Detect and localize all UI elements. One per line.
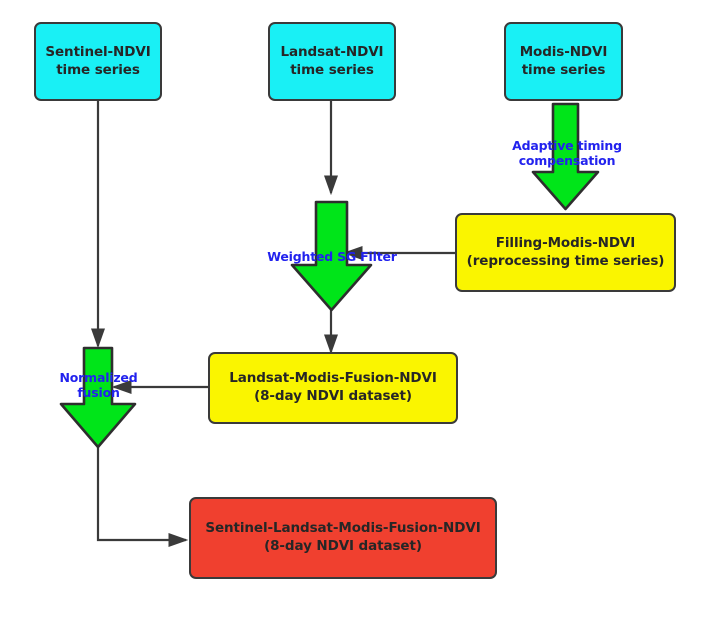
process-arrow-weighted-sg-filter [290,200,373,312]
node-sentinel-landsat-modis-fusion-ndvi[interactable]: Sentinel-Landsat-Modis-Fusion-NDVI (8-da… [189,497,497,579]
node-sentinel-ndvi[interactable]: Sentinel-NDVI time series [34,22,162,101]
node-sentinel-landsat-modis-fusion-ndvi-label: Sentinel-Landsat-Modis-Fusion-NDVI (8-da… [205,520,481,554]
node-filling-modis-ndvi-label: Filling-Modis-NDVI (reprocessing time se… [466,234,665,269]
process-arrow-adaptive-timing-compensation [531,102,600,211]
node-landsat-ndvi-label: Landsat-NDVI time series [280,43,384,78]
connector-normalized-fusion-to-output [96,447,189,548]
node-modis-ndvi-label: Modis-NDVI time series [519,43,608,78]
node-filling-modis-ndvi[interactable]: Filling-Modis-NDVI (reprocessing time se… [455,213,676,292]
process-arrow-normalized-fusion [59,346,137,449]
node-modis-ndvi[interactable]: Modis-NDVI time series [504,22,623,101]
node-landsat-modis-fusion-ndvi-label: Landsat-Modis-Fusion-NDVI (8-day NDVI da… [229,370,437,404]
node-landsat-ndvi[interactable]: Landsat-NDVI time series [268,22,396,101]
node-landsat-modis-fusion-ndvi[interactable]: Landsat-Modis-Fusion-NDVI (8-day NDVI da… [208,352,458,424]
node-sentinel-ndvi-label: Sentinel-NDVI time series [45,43,151,78]
